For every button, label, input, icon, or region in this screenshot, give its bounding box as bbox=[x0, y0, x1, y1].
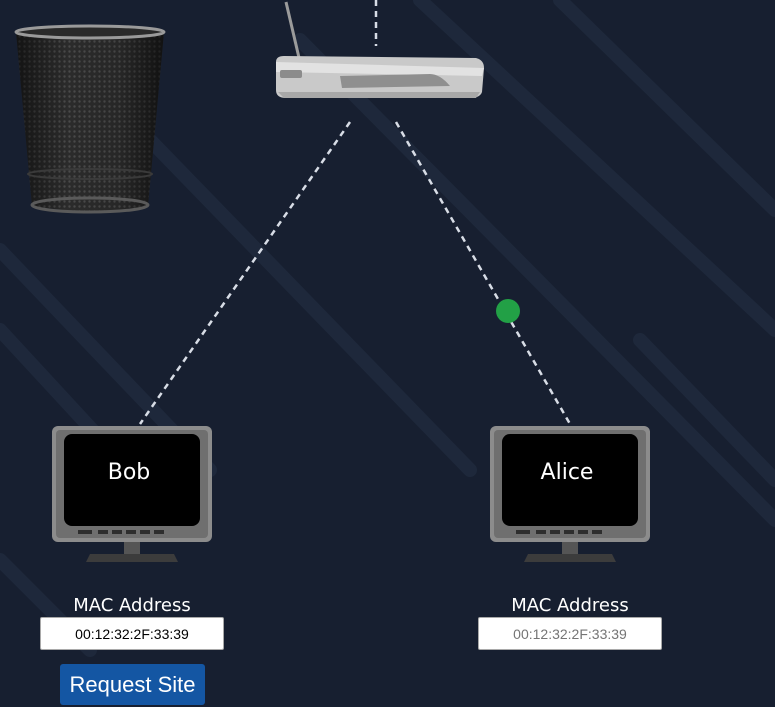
alice-mac-address-label: MAC Address bbox=[511, 595, 629, 616]
alice-mac-address-input[interactable] bbox=[478, 617, 662, 650]
network-links bbox=[138, 0, 572, 425]
router-icon[interactable] bbox=[270, 0, 488, 104]
trash-can-icon[interactable] bbox=[12, 24, 168, 216]
request-site-button[interactable]: Request Site bbox=[60, 664, 205, 705]
router-alice-link bbox=[394, 121, 572, 425]
bob-name-label: Bob bbox=[107, 460, 151, 485]
bob-mac-address-input[interactable] bbox=[40, 617, 224, 650]
monitor-icon bbox=[490, 426, 650, 562]
alice-computer[interactable]: Alice bbox=[488, 422, 654, 566]
bob-computer[interactable]: Bob bbox=[50, 422, 216, 566]
background-streaks bbox=[0, 0, 775, 657]
packet-dot bbox=[496, 299, 520, 323]
alice-name-label: Alice bbox=[540, 460, 594, 485]
monitor-icon bbox=[52, 426, 212, 562]
bob-mac-address-label: MAC Address bbox=[73, 595, 191, 616]
